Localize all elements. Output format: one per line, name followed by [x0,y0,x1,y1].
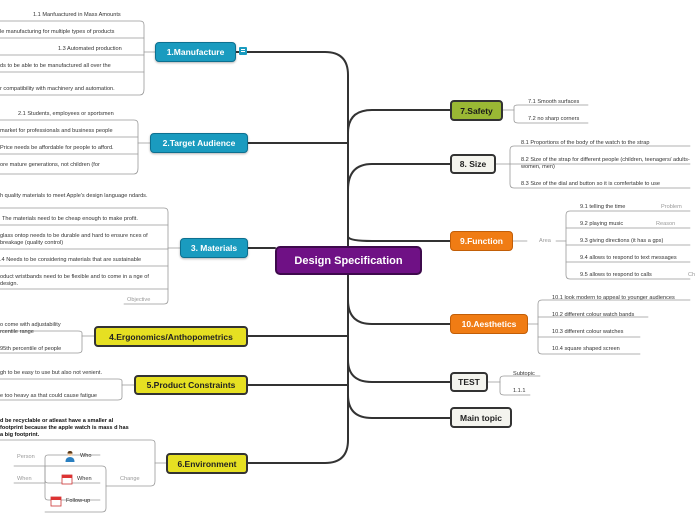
subtopic-4-1[interactable]: o come with adjustability rcentile range [0,322,61,335]
item-when[interactable]: When [61,473,92,485]
topic-function[interactable]: 9.Function [450,231,513,251]
subtopic-7-2[interactable]: 7.2 no sharp corners [528,116,580,122]
subtopic-1-3[interactable]: 1.3 Automated production [58,46,122,52]
notes-icon[interactable] [239,47,247,55]
subtopic-4-2[interactable]: 95th percentile of people [0,346,62,352]
subtopic-3-1[interactable]: h quality materials to meet Apple's desi… [0,193,148,199]
follow-up-label: Follow-up [66,498,91,504]
subtopic-5-2[interactable]: e too heavy as that could cause fatigue [0,393,98,399]
subtopic-10-3[interactable]: 10.3 different colour watches [552,329,624,335]
label-when-side[interactable]: When [17,476,32,482]
subtopic-1-2[interactable]: le manufacturing for multiple types of p… [0,29,115,35]
subtopic-3-5[interactable]: oduct wristbands need to be flexible and… [0,274,149,287]
subtopic-2-2[interactable]: market for professionals and business pe… [0,128,113,134]
subtopic-5-1[interactable]: gh to be easy to use but also not venien… [0,370,103,376]
label-person[interactable]: Person [17,454,35,460]
item-follow-up[interactable]: Follow-up [50,495,90,507]
subtopic-9-5[interactable]: 9.5 allows to respond to calls [580,272,652,278]
environment-note[interactable]: d be recyclable or atleast have a smalle… [0,418,129,438]
subtopic-9-3[interactable]: 9.3 giving directions (it has a gps) [580,238,664,244]
subtopic-3-4[interactable]: .4 Needs to be considering materials tha… [0,257,142,263]
calendar-icon [61,474,73,485]
topic-size[interactable]: 8. Size [450,154,496,174]
topic-manufacture[interactable]: 1.Manufacture [155,42,236,62]
calendar-icon [50,496,62,507]
subtopic-7-1[interactable]: 7.1 Smooth surfaces [528,99,580,105]
item-who[interactable]: Who [64,450,92,462]
subtopic-10-2[interactable]: 10.2 different colour watch bands [552,312,635,318]
when-label: When [77,476,92,482]
label-problem[interactable]: Problem [661,204,682,210]
subtopic-9-1[interactable]: 9.1 telling the time [580,204,626,210]
subtopic-10-4[interactable]: 10.4 square shaped screen [552,346,620,352]
topic-test[interactable]: TEST [450,372,488,392]
topic-materials[interactable]: 3. Materials [180,238,248,258]
topic-aesthetics[interactable]: 10.Aesthetics [450,314,528,334]
topic-safety[interactable]: 7.Safety [450,100,503,121]
label-objective[interactable]: Objective [127,297,151,303]
topic-product-constraints[interactable]: 5.Product Constraints [134,375,248,395]
topic-main[interactable]: Main topic [450,407,512,428]
subtopic-8-2[interactable]: 8.2 Size of the strap for different peop… [521,157,690,170]
subtopic-2-4[interactable]: ore mature generations, not children (fo… [0,162,100,168]
subtopic-3-3[interactable]: glass ontop needs to be durable and hard… [0,233,148,246]
subtopic-test-1[interactable]: Subtopic [513,371,535,377]
subtopic-2-3[interactable]: Price needs be affordable for people to … [0,145,114,151]
subtopic-1-5[interactable]: r compatibility with machinery and autom… [0,86,115,92]
label-change[interactable]: Change [120,476,140,482]
label-reason[interactable]: Reason [656,221,676,227]
topic-target-audience[interactable]: 2.Target Audience [150,133,248,153]
subtopic-9-2[interactable]: 9.2 playing music [580,221,624,227]
subtopic-test-2[interactable]: 1.1.1 [513,388,526,394]
person-icon [65,451,75,462]
who-label: Who [80,453,92,459]
subtopic-8-3[interactable]: 8.3 Size of the dial and button so it is… [521,181,660,187]
subtopic-3-2[interactable]: The materials need to be cheap enough to… [2,216,138,222]
topic-ergonomics[interactable]: 4.Ergonomics/Anthopometrics [94,326,248,347]
root-topic[interactable]: Design Specification [275,246,422,275]
topic-environment[interactable]: 6.Environment [166,453,248,474]
label-ch[interactable]: Ch [688,272,696,278]
subtopic-2-1[interactable]: 2.1 Students, employees or sportsmen [18,111,114,117]
subtopic-1-4[interactable]: ds to be able to be manufactured all ove… [0,63,111,69]
subtopic-1-1[interactable]: 1.1 Manfuactured in Mass Amounts [33,12,121,18]
subtopic-9-4[interactable]: 9.4 allows to respond to text messages [580,255,677,261]
subtopic-8-1[interactable]: 8.1 Proportions of the body of the watch… [521,140,650,146]
subtopic-10-1[interactable]: 10.1 look modern to appeal to younger au… [552,295,675,301]
label-area[interactable]: Area [539,238,551,244]
